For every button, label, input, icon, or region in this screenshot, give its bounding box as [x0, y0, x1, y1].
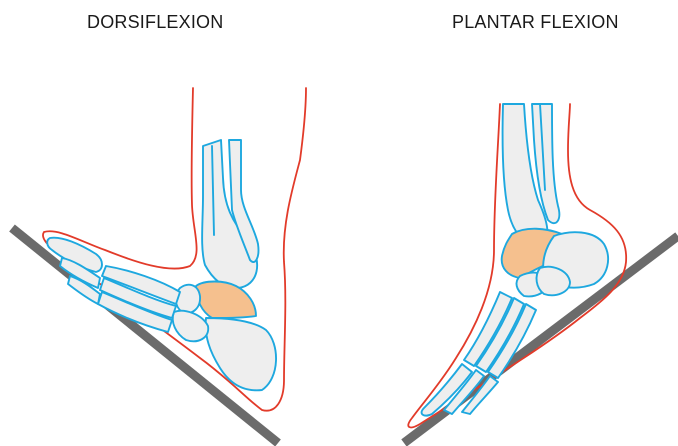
- dorsiflexion-talus: [196, 282, 256, 319]
- dorsiflexion-navicular: [176, 285, 200, 313]
- dorsiflexion-calcaneus: [206, 318, 276, 390]
- dorsiflexion-cuboid: [173, 311, 208, 341]
- dorsiflexion-foot: [12, 88, 306, 443]
- plantar-flexion-foot: [404, 104, 678, 443]
